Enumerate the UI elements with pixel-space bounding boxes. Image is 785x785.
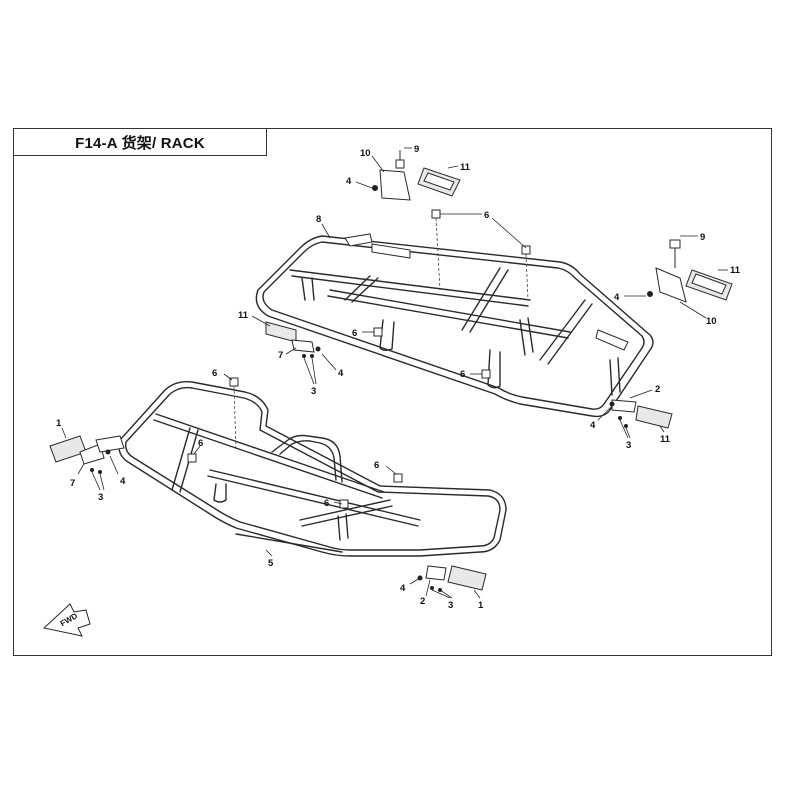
rear-reflector-left bbox=[265, 321, 321, 358]
callout-8: 8 bbox=[316, 214, 321, 225]
callout-4-bottom: 4 bbox=[400, 583, 406, 594]
drawing-frame bbox=[13, 128, 772, 656]
callout-11-top: 11 bbox=[460, 162, 471, 173]
callout-6-front-top: 6 bbox=[212, 368, 217, 379]
rear-bolts bbox=[373, 209, 531, 379]
rear-reflector-right bbox=[685, 269, 733, 301]
fwd-arrow: FWD bbox=[42, 603, 91, 637]
callout-11-right2: 11 bbox=[660, 434, 671, 445]
callout-4-right2: 4 bbox=[590, 420, 596, 431]
front-reflector-right bbox=[417, 565, 487, 592]
callout-6-top: 6 bbox=[484, 210, 489, 221]
callout-6-front-center: 6 bbox=[324, 498, 329, 509]
callout-6-front-mid: 6 bbox=[198, 438, 203, 449]
callout-11-left: 11 bbox=[238, 310, 249, 321]
callout-4-top: 4 bbox=[346, 176, 352, 187]
callout-4-left: 4 bbox=[120, 476, 126, 487]
callout-10-top: 10 bbox=[360, 148, 371, 159]
rear-reflector-bracket-top bbox=[372, 150, 411, 201]
rear-rack bbox=[255, 233, 654, 418]
callout-4-right: 4 bbox=[614, 292, 620, 303]
callout-3-mid: 3 bbox=[311, 386, 316, 397]
callout-7-mid: 7 bbox=[278, 350, 283, 361]
callout-10-right: 10 bbox=[706, 316, 717, 327]
page-title: F14-A 货架/ RACK bbox=[75, 134, 205, 152]
callout-11-right: 11 bbox=[730, 265, 741, 276]
callout-1-bottom: 1 bbox=[478, 600, 484, 611]
callout-3-bottom: 3 bbox=[448, 600, 453, 611]
callout-2-bottom: 2 bbox=[420, 596, 425, 607]
rear-reflector-top bbox=[417, 167, 461, 197]
title-box: F14-A 货架/ RACK bbox=[13, 128, 267, 156]
callout-6-mid2: 6 bbox=[460, 369, 465, 380]
rear-reflector-bracket-right bbox=[647, 239, 687, 303]
callout-2-right: 2 bbox=[655, 384, 660, 395]
callout-9-right: 9 bbox=[700, 232, 705, 243]
callout-6-mid: 6 bbox=[352, 328, 357, 339]
callout-6-front-right: 6 bbox=[374, 460, 379, 471]
front-reflector-left bbox=[49, 435, 125, 474]
front-rack bbox=[118, 380, 507, 557]
front-bolts bbox=[187, 377, 403, 509]
callout-1-left: 1 bbox=[56, 418, 62, 429]
callout-5: 5 bbox=[268, 558, 274, 569]
callout-3-left: 3 bbox=[98, 492, 103, 503]
callout-3-right: 3 bbox=[626, 440, 631, 451]
callout-9-top: 9 bbox=[414, 144, 419, 155]
rear-reflector-right-lower bbox=[609, 399, 673, 429]
callout-7-left: 7 bbox=[70, 478, 75, 489]
callouts: 9 10 11 4 8 6 9 11 4 10 11 6 7 4 3 6 bbox=[56, 144, 741, 611]
callout-4-mid: 4 bbox=[338, 368, 344, 379]
